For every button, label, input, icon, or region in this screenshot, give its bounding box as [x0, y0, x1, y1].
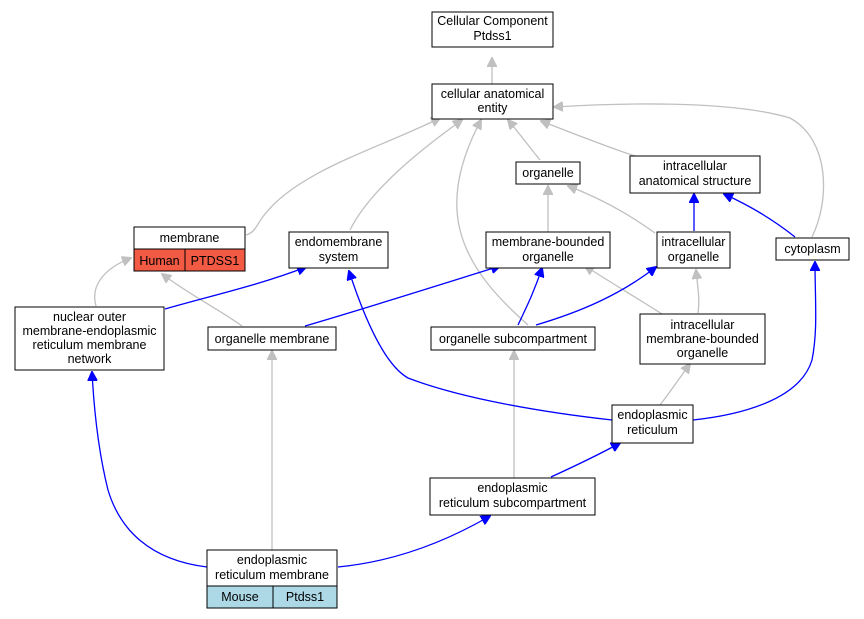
node-label-line: reticulum membrane	[33, 338, 147, 352]
node-label-line: organelle subcompartment	[439, 332, 588, 346]
edge-cytoplasm-to-ias	[724, 194, 796, 238]
node-label-line: organelle	[522, 166, 573, 180]
node-intracellular-organelle[interactable]: intracellular organelle	[656, 231, 731, 269]
node-cytoplasm[interactable]: cytoplasm	[775, 237, 850, 261]
is-a-edges	[94, 58, 825, 550]
node-organelle-subcompartment[interactable]: organelle subcompartment	[430, 326, 596, 351]
node-label-line: intracellular	[662, 235, 726, 249]
edge-endomembrane-to-cae	[349, 120, 462, 231]
edge-organelle-to-cae	[508, 120, 541, 161]
annotation-mouse-gene: Ptdss1	[272, 585, 338, 609]
edge-nuclear-to-endomembrane	[164, 267, 306, 310]
node-intracellular-membrane-bounded-organelle[interactable]: intracellular membrane-bounded organelle	[639, 313, 766, 365]
edge-ersub-to-er	[550, 443, 620, 478]
annotation-human-gene: PTDSS1	[184, 248, 246, 272]
node-cellular-component[interactable]: Cellular Component Ptdss1	[431, 11, 554, 48]
node-label-line: organelle membrane	[215, 332, 330, 346]
node-label-line: intracellular	[671, 318, 735, 332]
node-label-line: cellular anatomical	[441, 87, 545, 101]
node-label-line: intracellular	[663, 159, 727, 173]
edge-er-to-endomembrane	[349, 271, 613, 421]
gene-label: PTDSS1	[191, 254, 240, 268]
node-endomembrane-system[interactable]: endomembrane system	[288, 231, 389, 269]
node-label-line: cytoplasm	[784, 242, 840, 256]
node-label-line: system	[319, 250, 359, 264]
species-label: Human	[139, 254, 179, 268]
edge-ermem-to-ersub	[337, 516, 490, 568]
node-label-line: endoplasmic	[617, 408, 687, 422]
node-organelle-membrane[interactable]: organelle membrane	[207, 326, 337, 351]
node-cellular-anatomical-entity[interactable]: cellular anatomical entity	[431, 83, 554, 120]
node-label-line: nuclear outer	[53, 310, 126, 324]
node-intracellular-anatomical-structure[interactable]: intracellular anatomical structure	[629, 155, 761, 194]
node-label-line: membrane-bounded	[492, 235, 605, 249]
node-label-line: anatomical structure	[639, 174, 752, 188]
node-label-line: reticulum	[627, 423, 678, 437]
node-organelle[interactable]: organelle	[515, 161, 581, 185]
node-label-line: endoplasmic	[237, 553, 307, 567]
edge-er-to-imbo	[659, 364, 690, 406]
edge-orgmem-to-membrane	[162, 274, 243, 327]
node-label-line: membrane	[160, 231, 220, 245]
annotation-human-species: Human	[133, 248, 186, 272]
node-label-line: organelle	[522, 250, 573, 264]
node-label-line: membrane-bounded	[646, 332, 759, 346]
node-label-line: endoplasmic	[477, 481, 547, 495]
edge-er-to-cytoplasm	[692, 262, 816, 421]
edge-orgsub-to-io	[535, 267, 656, 326]
gene-label: Ptdss1	[286, 590, 324, 604]
node-nuclear-outer-membrane-er-network[interactable]: nuclear outer membrane-endoplasmic retic…	[14, 306, 165, 371]
node-er-subcompartment[interactable]: endoplasmic reticulum subcompartment	[429, 477, 596, 516]
species-label: Mouse	[221, 590, 259, 604]
edge-nuclear-to-membrane	[94, 258, 131, 307]
edge-orgsub-to-cae	[456, 120, 529, 326]
edge-membrane-to-cae	[245, 118, 440, 236]
node-membrane[interactable]: membrane Human PTDSS1	[133, 226, 246, 272]
node-label-line: organelle	[668, 250, 719, 264]
annotation-mouse-species: Mouse	[206, 585, 274, 609]
node-label-line: entity	[478, 101, 509, 115]
edge-orgsub-to-mbo	[517, 268, 542, 326]
edge-io-to-organelle	[568, 186, 656, 234]
node-label-line: reticulum subcompartment	[439, 496, 587, 510]
node-membrane-bounded-organelle[interactable]: membrane-bounded organelle	[485, 231, 611, 269]
part-of-edges	[92, 194, 816, 568]
edge-orgmem-to-mbo	[304, 266, 500, 327]
node-endoplasmic-reticulum[interactable]: endoplasmic reticulum	[611, 404, 694, 444]
edge-imbo-to-io	[696, 270, 699, 314]
edge-cytoplasm-to-cae	[554, 104, 825, 238]
node-label-line: organelle	[677, 346, 728, 360]
edge-ermem-to-nuclear	[92, 372, 208, 568]
node-label-line: reticulum membrane	[215, 568, 329, 582]
edge-imbo-to-mbo	[585, 266, 663, 315]
node-label-line: endomembrane	[295, 235, 383, 249]
node-label-line: membrane-endoplasmic	[22, 324, 156, 338]
node-label-line: network	[68, 352, 113, 366]
node-label-line: Cellular Component	[437, 14, 548, 28]
edge-ias-to-cae	[541, 121, 639, 158]
node-label-line: Ptdss1	[473, 29, 511, 43]
node-endoplasmic-reticulum-membrane[interactable]: endoplasmic reticulum membrane Mouse Ptd…	[206, 549, 338, 609]
